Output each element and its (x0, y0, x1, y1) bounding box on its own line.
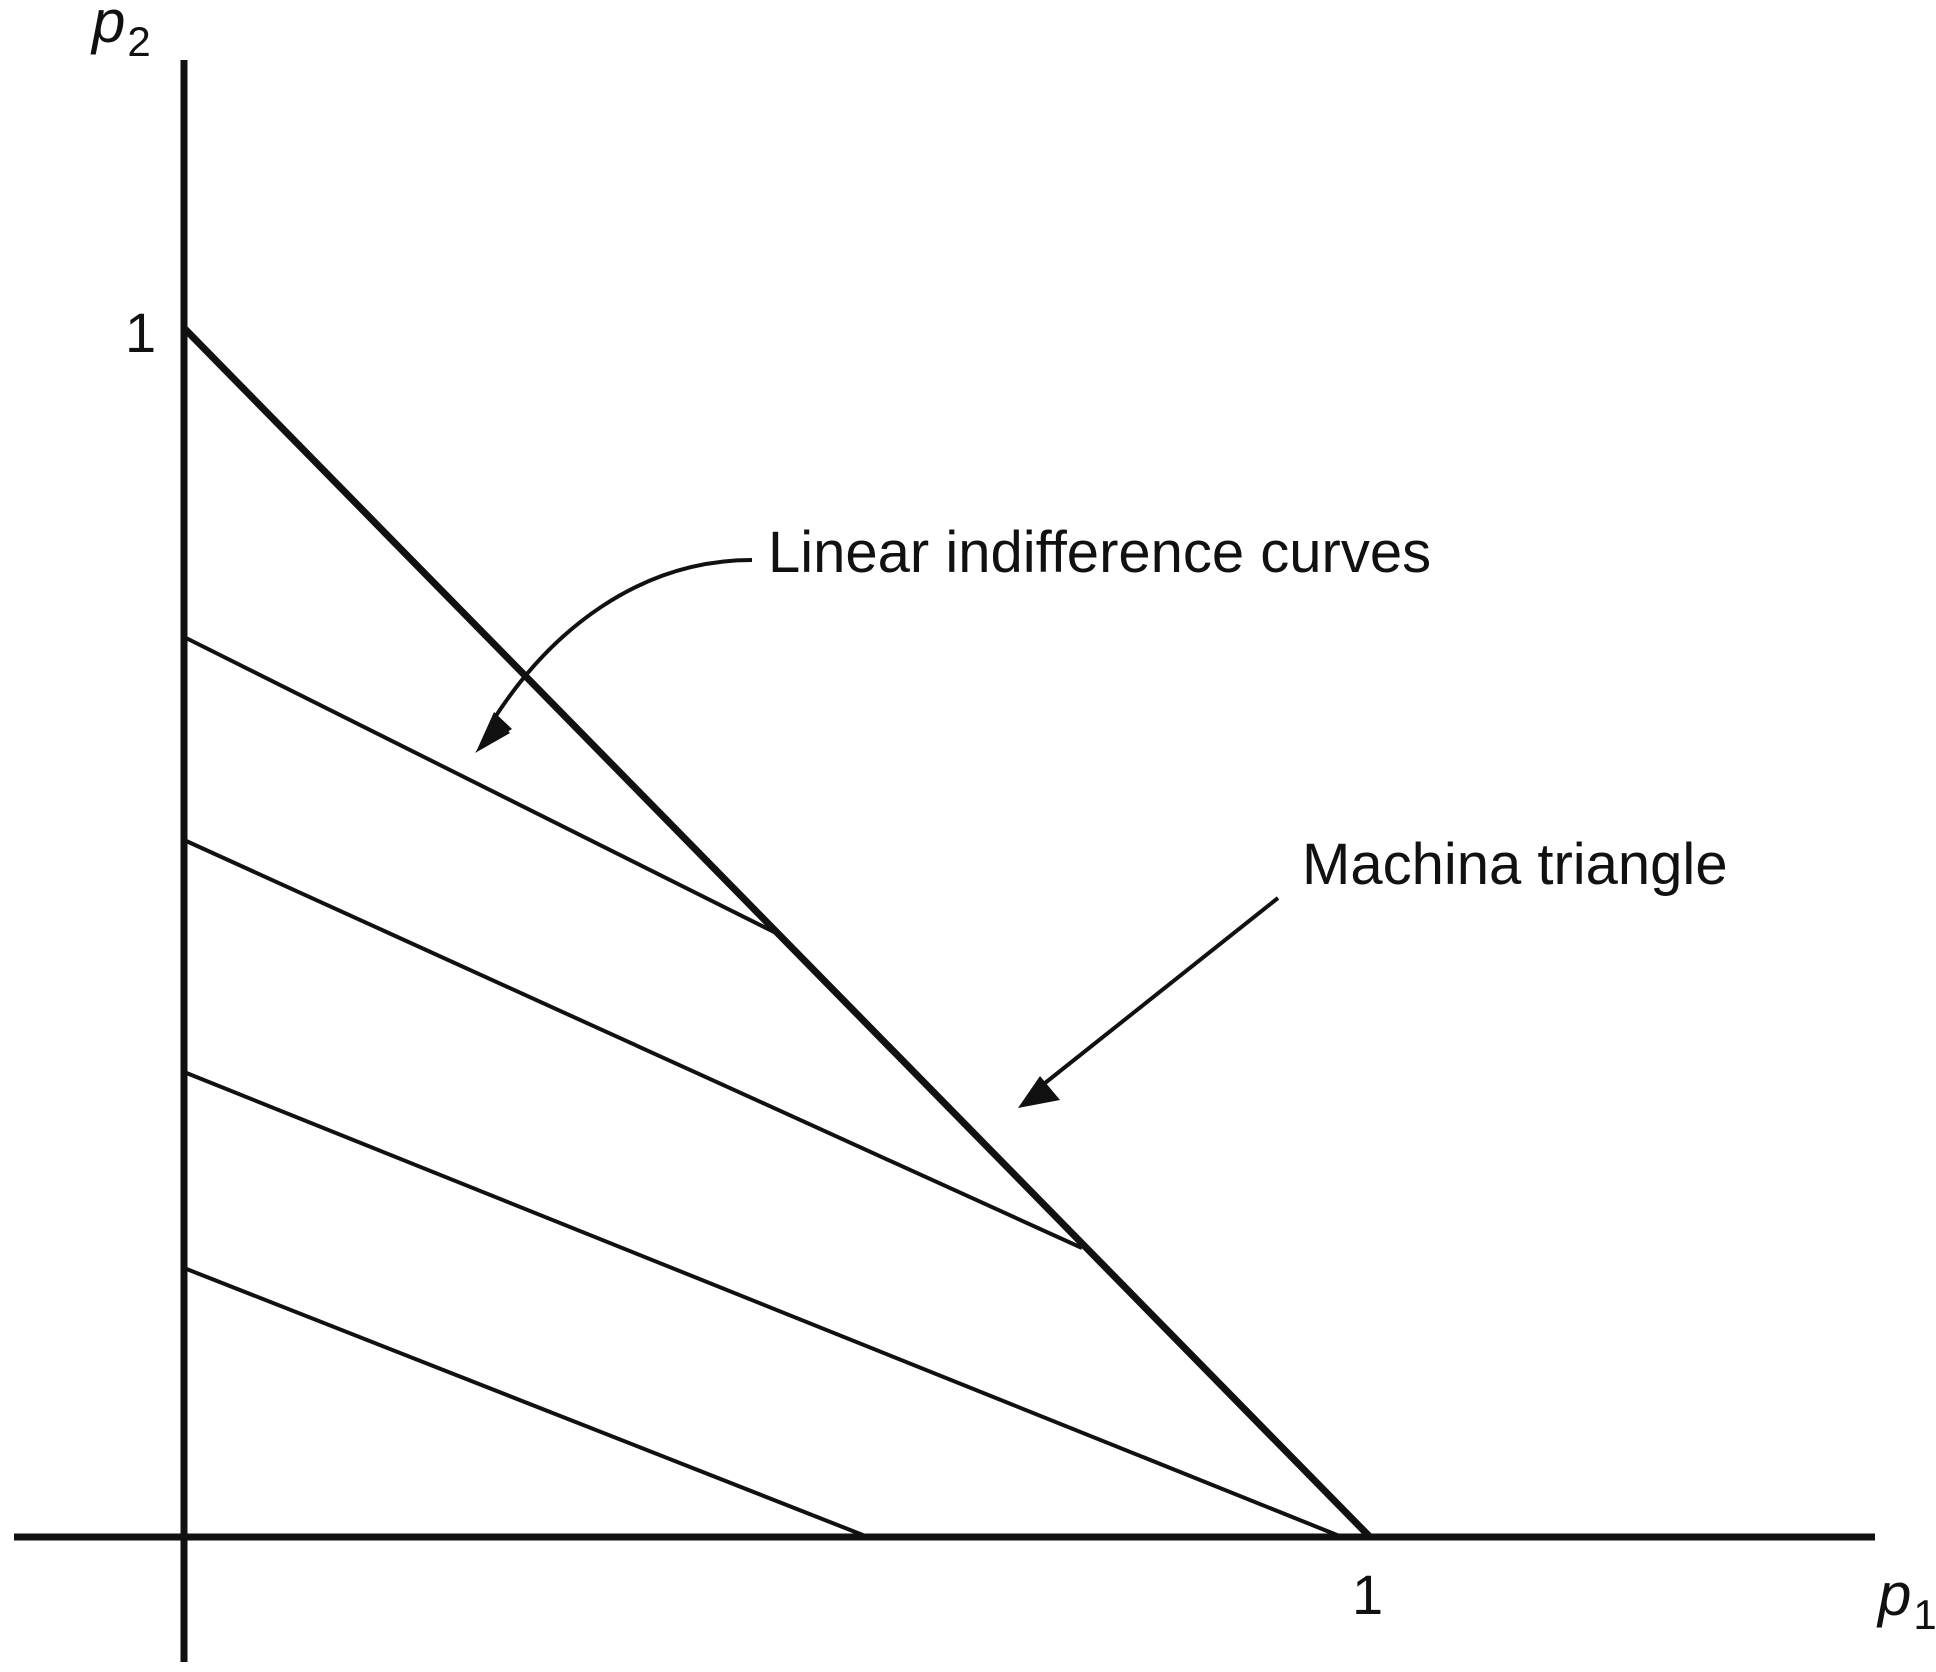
triangle-arrow-shaft (1038, 896, 1280, 1089)
indifference-curve-2 (183, 838, 1083, 1250)
triangle-arrowhead (1018, 1076, 1060, 1108)
indifference-arrow-shaft (490, 558, 753, 724)
x-axis-label: p1 (1876, 1561, 1936, 1638)
indifference-curve-4 (183, 1266, 869, 1539)
y-tick-label: 1 (125, 301, 156, 364)
indifference-curve-3 (183, 1070, 1343, 1539)
triangle-annotation: Machina triangle (1302, 832, 1728, 897)
x-tick-label: 1 (1352, 1563, 1383, 1626)
y-axis-label: p2 (90, 0, 151, 65)
indifference-arrowhead-shape (475, 718, 510, 753)
indifference-annotation: Linear indifference curves (768, 520, 1431, 585)
indifference-curve-1 (183, 635, 781, 937)
